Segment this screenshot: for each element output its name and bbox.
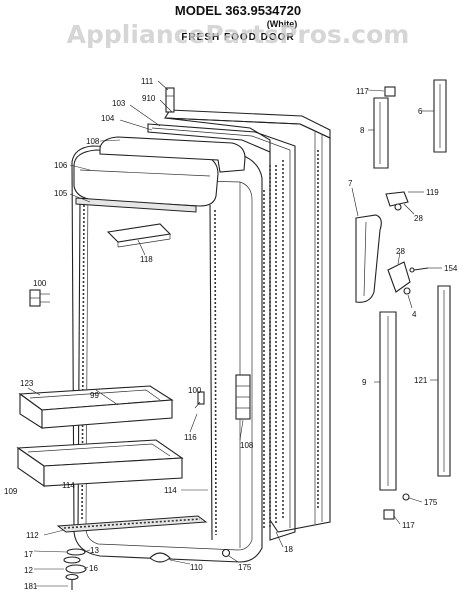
- label-116: 116: [184, 433, 197, 442]
- label-103: 103: [112, 99, 126, 108]
- handle-bracket-119: [385, 191, 409, 211]
- label-181: 181: [24, 582, 38, 591]
- label-9: 9: [362, 378, 367, 387]
- label-123: 123: [20, 379, 34, 388]
- trim-strip-121: [437, 285, 451, 477]
- label-108: 108: [86, 137, 100, 146]
- cap-117-top: [384, 86, 396, 97]
- label-154: 154: [444, 264, 458, 273]
- label-100-right: 100: [188, 386, 202, 395]
- label-12: 12: [24, 566, 33, 575]
- model-variant: (White): [267, 19, 298, 29]
- dairy-door-106: [73, 149, 219, 207]
- label-121: 121: [414, 376, 428, 385]
- label-16: 16: [89, 564, 98, 573]
- door-stop-110: [149, 552, 171, 563]
- label-99: 99: [90, 391, 99, 400]
- label-105: 105: [54, 189, 68, 198]
- label-17: 17: [24, 550, 33, 559]
- label-7: 7: [348, 179, 353, 188]
- handle-grip-7: [355, 214, 382, 303]
- lower-hinge-parts: [63, 548, 87, 590]
- label-4: 4: [412, 310, 417, 319]
- door-outer-panel: [164, 109, 331, 533]
- hinge-pin-111: [165, 87, 175, 113]
- label-100-left: 100: [33, 279, 47, 288]
- label-119: 119: [426, 188, 439, 197]
- clip-100-left: [29, 289, 50, 307]
- screw-175-bottom: [221, 548, 231, 558]
- label-13: 13: [90, 546, 99, 555]
- label-6: 6: [418, 107, 423, 116]
- door-gasket: [147, 123, 296, 541]
- label-118: 118: [140, 255, 153, 264]
- trim-strip-6: [433, 79, 447, 153]
- label-108-mid: 108: [240, 441, 254, 450]
- model-title: MODEL 363.9534720: [175, 3, 301, 18]
- dairy-shelf-105: [75, 197, 197, 213]
- handle-upper-8: [373, 97, 389, 169]
- screw-154: [409, 267, 429, 273]
- leader-lines: [27, 80, 442, 587]
- door-bin-lower: [16, 439, 184, 488]
- shelf-bracket-108: [235, 374, 251, 420]
- part-labels: 111 910 103 104 108 106 105 118 100 123 …: [4, 77, 458, 591]
- label-28-lower: 28: [396, 247, 405, 256]
- label-18: 18: [284, 545, 293, 554]
- watermark: AppliancePartsPros.com: [67, 20, 410, 49]
- label-175-bottom: 175: [238, 563, 252, 572]
- label-117-top: 117: [356, 87, 369, 96]
- clip-100-right: [197, 391, 205, 405]
- label-175-right: 175: [424, 498, 438, 507]
- handle-lower-9: [379, 311, 397, 491]
- door-bin-upper: [18, 385, 174, 430]
- cap-117-bottom: [383, 509, 395, 520]
- label-109: 109: [4, 487, 18, 496]
- butter-tray-118: [106, 223, 172, 248]
- label-112: 112: [26, 531, 39, 540]
- label-28-upper: 28: [414, 214, 423, 223]
- handle-mount-28: [387, 261, 411, 295]
- diagram-subtitle: FRESH FOOD DOOR: [181, 32, 294, 43]
- screw-175-right: [402, 493, 410, 501]
- label-111: 111: [141, 77, 154, 86]
- label-114-mid: 114: [164, 486, 177, 495]
- label-104: 104: [101, 114, 115, 123]
- label-114-left: 114: [62, 481, 75, 490]
- label-8: 8: [360, 126, 365, 135]
- label-910: 910: [142, 94, 156, 103]
- dairy-compartment-108: [99, 136, 246, 173]
- label-110: 110: [190, 563, 203, 572]
- label-117-bottom: 117: [402, 521, 415, 530]
- label-106: 106: [54, 161, 68, 170]
